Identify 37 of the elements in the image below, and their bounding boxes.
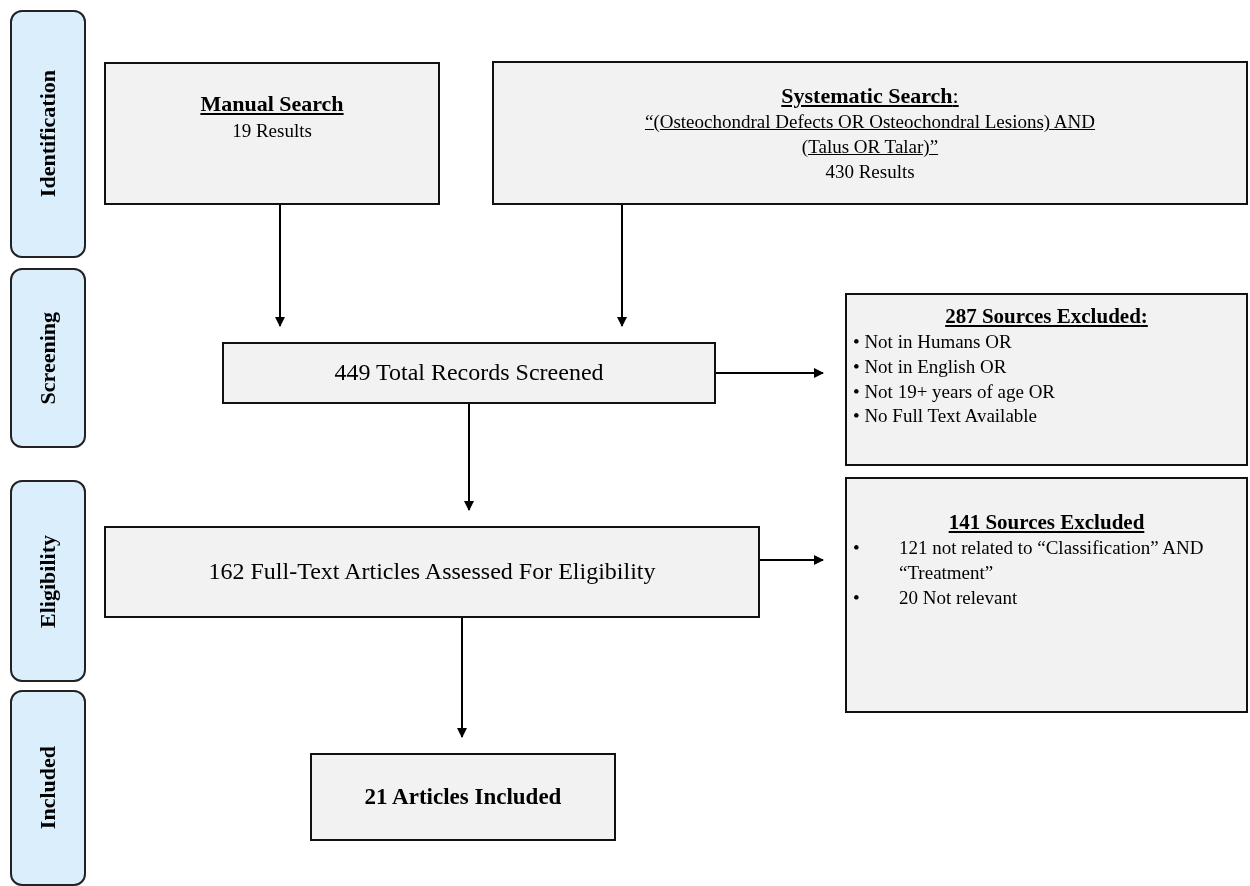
phase-title: Identification [35,70,61,198]
source-title: Systematic Search: [781,81,959,110]
arrow [759,555,824,565]
arrow [715,368,824,378]
arrow [457,617,467,738]
result-box [310,753,616,841]
exclusion-reason: • Not in Humans OR [853,330,1013,355]
exclusion-reason: • 121 not related to “Classification” AND “Treatment” [853,536,1205,585]
search-query: “(Osteochondral Defects OR Osteochondral Lesions) AND (Talus OR Talar)” [643,110,1097,159]
process-box [222,342,716,404]
source-box [492,61,1248,205]
arrow [275,204,285,327]
result-count: 19 Results [232,118,312,143]
exclusion-title: 141 Sources Excluded [947,509,1146,536]
box-text: 449 Total Records Screened [334,358,604,388]
box-text: 21 Articles Included [364,783,562,812]
phase-label [10,10,86,258]
exclusion-reason: • No Full Text Available [853,404,1039,429]
phase-title: Screening [35,311,61,405]
exclusion-reason: • 20 Not relevant [853,585,1019,610]
process-box [104,526,760,618]
arrow [464,403,474,511]
exclusion-reason: • Not in English OR [853,355,1008,379]
phase-label [10,480,86,682]
exclusion-title: 287 Sources Excluded: [944,303,1149,330]
exclusion-reason: • Not 19+ years of age OR [853,379,1057,404]
phase-label [10,690,86,886]
exclusion-box [845,477,1248,713]
exclusion-box [845,293,1248,466]
phase-title: Eligibility [35,534,61,628]
arrow [617,204,627,327]
source-box [104,62,440,205]
result-count: 430 Results [825,159,915,184]
phase-label [10,268,86,448]
source-title: Manual Search [200,90,344,118]
box-text: 162 Full-Text Articles Assessed For Eligibility [208,557,656,587]
phase-title: Included [35,746,61,830]
